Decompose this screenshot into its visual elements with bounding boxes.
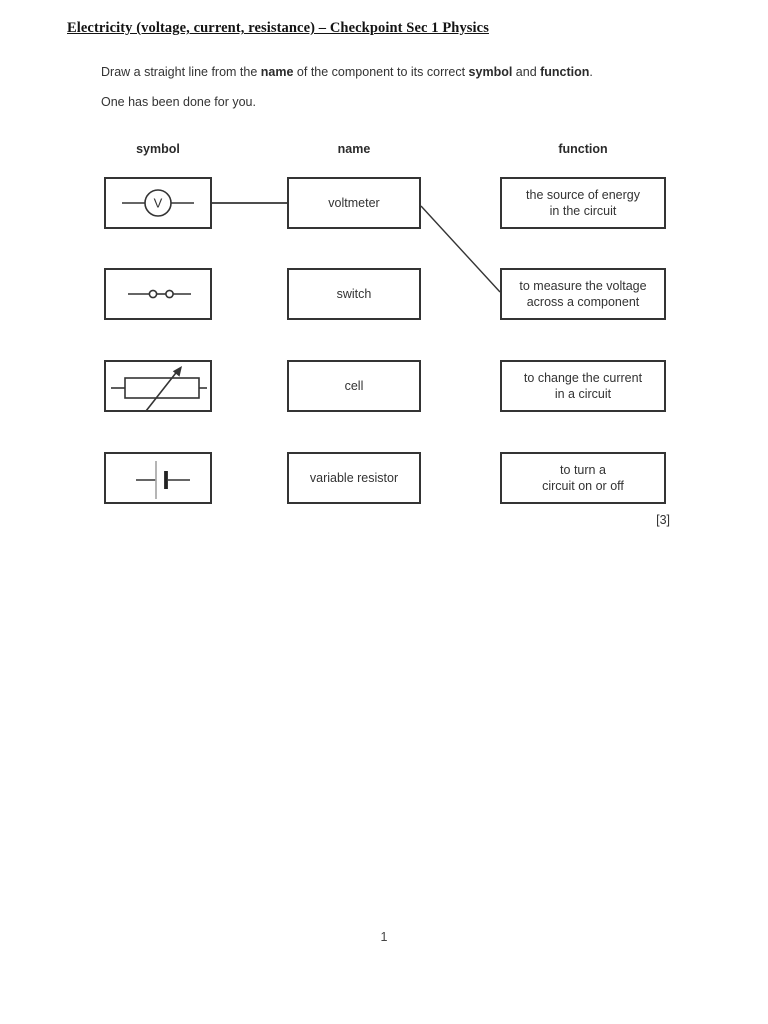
name-box-cell: cell xyxy=(287,360,421,412)
instruction-line-2: One has been done for you. xyxy=(101,95,256,109)
function-box-turn-on-off: to turn a circuit on or off xyxy=(500,452,666,504)
instruction-bold-symbol: symbol xyxy=(468,65,513,79)
function-line-1: to turn a xyxy=(560,462,606,477)
page-title: Electricity (voltage, current, resistanc… xyxy=(67,20,489,36)
function-text: the source of energy in the circuit xyxy=(526,187,640,220)
voltmeter-circuit-symbol-icon: V xyxy=(122,189,194,217)
instruction-text: . xyxy=(589,65,593,79)
symbol-box-voltmeter: V xyxy=(104,177,212,229)
instruction-bold-name: name xyxy=(260,65,294,79)
instruction-text: of the component to its correct xyxy=(293,65,469,79)
function-line-2: in a circuit xyxy=(554,387,612,401)
function-line-2: in the circuit xyxy=(549,204,617,218)
connector-name-to-function-line xyxy=(420,205,501,293)
function-text: to measure the voltage across a component xyxy=(519,278,646,311)
function-line-1: to measure the voltage xyxy=(519,278,647,293)
switch-circuit-symbol-icon xyxy=(128,289,191,299)
cell-circuit-symbol-icon xyxy=(136,461,190,499)
function-line-2: circuit on or off xyxy=(542,479,624,493)
instruction-text: Draw a straight line from the xyxy=(101,65,261,79)
function-box-measure-voltage: to measure the voltage across a component xyxy=(500,268,666,320)
function-line-1: the source of energy xyxy=(526,187,640,202)
name-box-voltmeter: voltmeter xyxy=(287,177,421,229)
column-header-function: function xyxy=(558,142,608,156)
function-line-1: to change the current xyxy=(523,370,643,385)
page-number: 1 xyxy=(380,930,388,944)
column-header-name: name xyxy=(337,142,371,156)
function-box-source-of-energy: the source of energy in the circuit xyxy=(500,177,666,229)
variable-resistor-circuit-symbol-icon xyxy=(111,366,207,410)
name-box-variable-resistor: variable resistor xyxy=(287,452,421,504)
voltmeter-v-label: V xyxy=(154,196,163,211)
function-text: to change the current in a circuit xyxy=(524,370,642,403)
function-line-2: across a component xyxy=(526,295,640,309)
column-header-symbol: symbol xyxy=(136,142,180,156)
instruction-text: and xyxy=(512,65,541,79)
instruction-line-1: Draw a straight line from the name of th… xyxy=(101,65,593,79)
name-box-switch: switch xyxy=(287,268,421,320)
function-box-change-current: to change the current in a circuit xyxy=(500,360,666,412)
instruction-bold-function: function xyxy=(540,65,590,79)
symbol-box-switch xyxy=(104,268,212,320)
symbol-box-cell xyxy=(104,452,212,504)
symbol-box-variable-resistor xyxy=(104,360,212,412)
marks-label: [3] xyxy=(656,513,670,527)
function-text: to turn a circuit on or off xyxy=(542,462,624,495)
